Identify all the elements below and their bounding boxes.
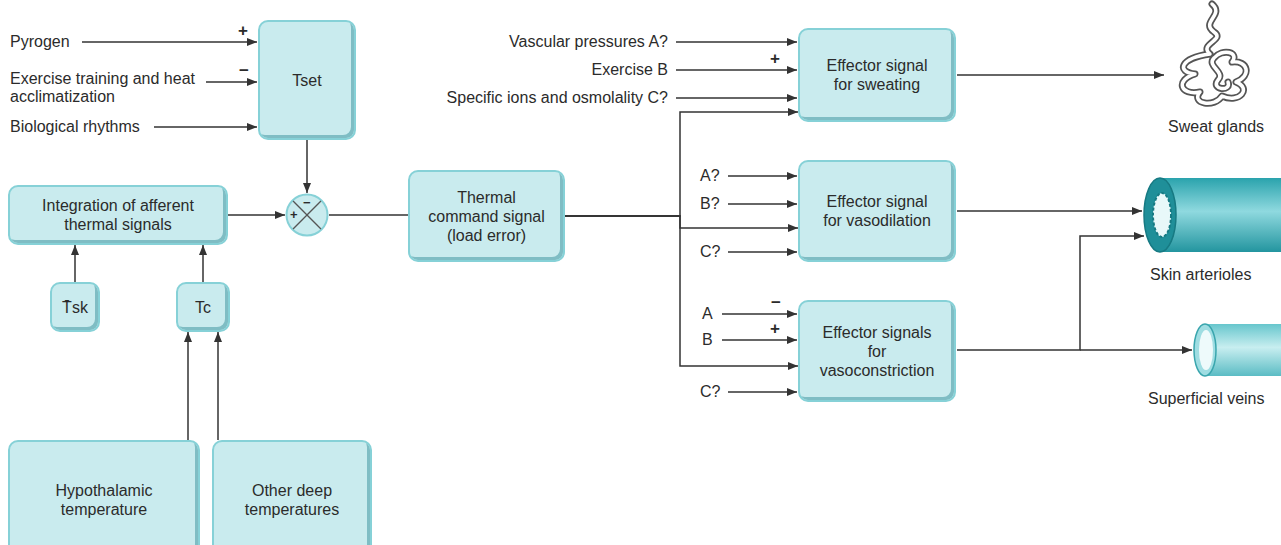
summing-junction: +−: [285, 193, 329, 237]
connector: [565, 216, 798, 366]
connector: [202, 245, 204, 282]
sign: −: [771, 294, 781, 312]
box-content: Effector signal for sweating: [816, 56, 938, 94]
input-label: C?: [700, 243, 720, 261]
input-label: C?: [700, 383, 720, 401]
source-box: Other deep temperatures: [212, 440, 372, 545]
input-arrow: [728, 391, 797, 393]
input-arrow: [154, 126, 257, 128]
junction-sign: −: [303, 196, 311, 210]
junction-circle: [287, 195, 328, 236]
effector-box: Effector signal for sweating: [798, 28, 956, 122]
connector: [565, 216, 798, 228]
box-content: Integration of afferent thermal signals: [20, 196, 216, 234]
input-arrow: [82, 41, 257, 43]
sign: −: [239, 62, 249, 80]
input-label: A: [702, 305, 713, 323]
box-content: Tc: [195, 298, 211, 317]
input-label: B?: [700, 195, 720, 213]
input-arrow: [206, 81, 257, 83]
figure-label: Superficial veins: [1148, 390, 1265, 408]
input-label: Specific ions and osmolality C?: [380, 89, 668, 107]
vein-drawing: [1194, 324, 1281, 376]
output-arrow: [957, 74, 1164, 76]
box-content: Effector signals for vasoconstriction: [816, 323, 938, 380]
integration-box: Integration of afferent thermal signals: [8, 185, 228, 245]
output-arrow: [957, 236, 1144, 350]
arteriole-lumen: [1153, 193, 1171, 237]
box-text: Effector signal for vasodilation: [816, 192, 938, 230]
input-arrow: [722, 339, 797, 341]
input-arrow: [722, 313, 797, 315]
connector: [74, 245, 76, 282]
temperature-box: Tc: [176, 282, 230, 332]
box-text: T̄sk: [62, 298, 88, 317]
output-arrow: [957, 210, 1142, 212]
sign: +: [238, 22, 248, 40]
box-text: Integration of afferent thermal signals: [20, 196, 216, 234]
figure-label: Sweat glands: [1168, 118, 1264, 136]
box-text: Tset: [292, 71, 321, 90]
connector: [565, 112, 798, 216]
output-arrows: [957, 75, 1192, 350]
setpoint-box: Tset: [258, 20, 356, 140]
box-content: Thermal command signal (load error): [420, 188, 553, 245]
figure-label: Skin arterioles: [1150, 266, 1251, 284]
vein-end: [1194, 324, 1216, 376]
effector-box: Effector signals for vasoconstriction: [798, 300, 956, 402]
input-arrow: [728, 251, 797, 253]
input-arrow: [728, 203, 797, 205]
output-arrow: [1080, 349, 1192, 351]
box-content: Effector signal for vasodilation: [816, 192, 938, 230]
box-content: Tset: [292, 71, 321, 90]
input-label: Biological rhythms: [10, 118, 140, 136]
box-text: Hypothalamic temperature: [20, 481, 188, 519]
box-text: Tc: [195, 298, 211, 317]
input-label: A?: [700, 167, 720, 185]
temperature-box: T̄sk: [50, 282, 100, 332]
input-label: Vascular pressures A?: [420, 33, 668, 51]
connector: [329, 214, 408, 216]
box-content: Hypothalamic temperature: [20, 481, 188, 519]
arteriole-drawing: [1144, 178, 1281, 252]
input-arrow: [728, 175, 797, 177]
box-text: Thermal command signal (load error): [420, 188, 553, 245]
input-label: Exercise training and heat acclimatizati…: [10, 70, 202, 106]
connector: [187, 332, 189, 440]
box-content: Other deep temperatures: [224, 481, 360, 519]
sweat-gland-outline: [1182, 4, 1246, 103]
connector: [217, 332, 219, 440]
vein-lumen: [1199, 330, 1213, 370]
junction-sign: +: [290, 208, 298, 222]
connector: [228, 214, 285, 216]
box-text: Effector signals for vasoconstriction: [816, 323, 938, 380]
effector-box: Effector signal for vasodilation: [798, 160, 956, 262]
sweat-gland-lumen: [1182, 4, 1246, 103]
input-arrow: [676, 97, 797, 99]
arteriole-end: [1144, 178, 1176, 252]
arteriole-wall: [1160, 178, 1281, 252]
connector: [306, 140, 308, 193]
input-label: B: [702, 331, 713, 349]
box-text: Other deep temperatures: [224, 481, 360, 519]
box-text: Effector signal for sweating: [816, 56, 938, 94]
input-label: Pyrogen: [10, 33, 70, 51]
box-content: T̄sk: [62, 298, 88, 317]
command-box: Thermal command signal (load error): [408, 170, 565, 262]
sweat-gland-drawing: [1182, 4, 1246, 103]
input-arrow: [676, 69, 797, 71]
input-label: Exercise B: [420, 61, 668, 79]
sign: +: [770, 50, 780, 68]
sign: +: [770, 320, 780, 338]
input-arrow: [676, 41, 797, 43]
source-box: Hypothalamic temperature: [8, 440, 200, 545]
